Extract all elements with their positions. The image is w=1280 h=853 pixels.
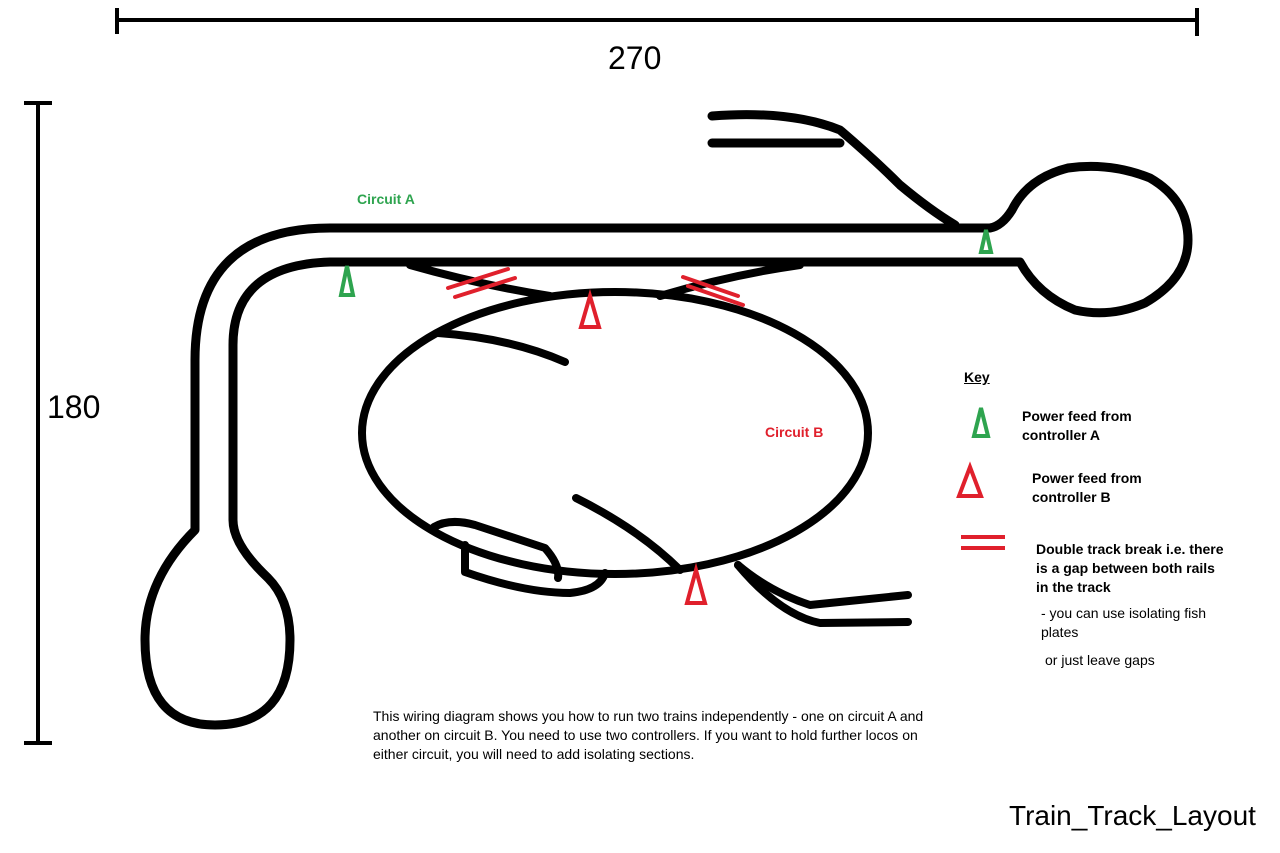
connector-right — [656, 261, 804, 300]
circuit-b-track — [358, 261, 912, 627]
key-note-fish-plates: - you can use isolating fish plates — [1041, 605, 1206, 640]
circuit-a-track — [140, 110, 1193, 730]
key-feed-b-text: Power feed from controller B — [1032, 470, 1142, 505]
key-feed-a-icon — [971, 407, 991, 438]
height-dimension-label: 180 — [47, 389, 101, 425]
circuit-a-label: Circuit A — [357, 191, 415, 207]
double-track-breaks — [446, 267, 745, 307]
siding-left-spur-branch — [430, 518, 563, 582]
inner-spur-top — [434, 329, 569, 366]
diagram-description: This wiring diagram shows you how to run… — [373, 708, 924, 762]
key-double-break-text: Double track break i.e. there is a gap b… — [1036, 541, 1224, 595]
lower-siding-inner — [734, 561, 912, 609]
key-note-gaps: or just leave gaps — [1045, 652, 1155, 668]
power-feed-b-2-icon — [684, 562, 708, 605]
footer-title: Train_Track_Layout — [1009, 800, 1256, 831]
key-feed-a-text: Power feed from controller A — [1022, 408, 1132, 443]
key-title: Key — [964, 369, 990, 385]
circuit-a-outer-rail — [140, 161, 1193, 730]
siding-upper-outer — [707, 110, 960, 230]
inner-spur-bottom — [572, 494, 684, 574]
power-feed-a-2-icon — [978, 229, 994, 254]
key-feed-b-icon — [956, 461, 984, 498]
double-break-left — [446, 267, 517, 299]
power-feed-a-1-icon — [338, 265, 356, 297]
width-dimension-label: 270 — [608, 40, 662, 76]
height-dimension-line — [24, 101, 52, 745]
key-symbols — [956, 407, 1005, 550]
power-feeds — [338, 229, 994, 605]
circuit-b-label: Circuit B — [765, 424, 824, 440]
lower-siding-outer — [734, 561, 912, 627]
connector-left — [406, 261, 554, 300]
width-dimension-line — [115, 8, 1199, 36]
key-double-break-icon — [961, 535, 1005, 550]
siding-left-spur — [461, 541, 609, 597]
power-feed-b-1-icon — [578, 288, 602, 329]
double-break-right — [681, 275, 745, 307]
circuit-b-oval — [358, 288, 872, 578]
